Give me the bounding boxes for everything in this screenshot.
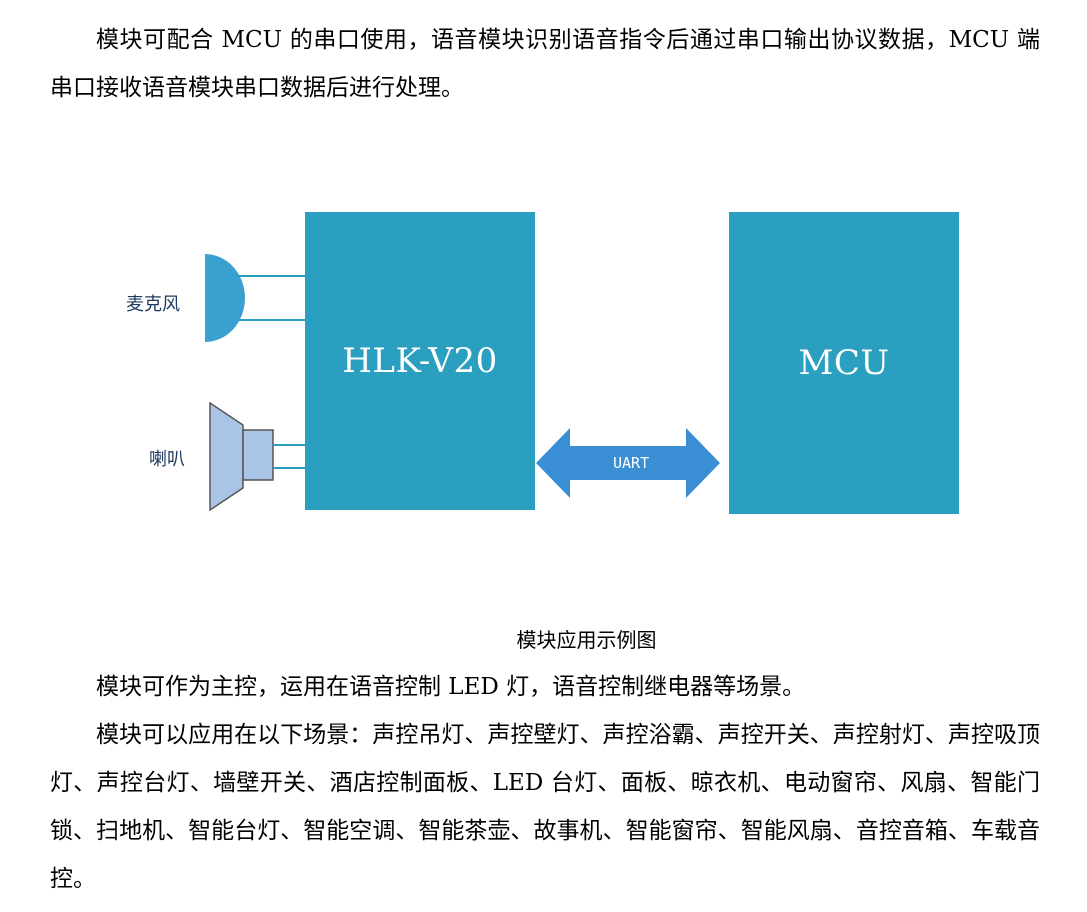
figure-caption: 模块应用示例图 [0,624,1087,653]
speaker-label: 喇叭 [149,449,185,470]
uart-label: UART [613,454,650,472]
scenarios-paragraph: 模块可以应用在以下场景：声控吊灯、声控壁灯、声控浴霸、声控开关、声控射灯、声控吸… [50,722,1040,892]
intro-paragraph: 模块可配合 MCU 的串口使用，语音模块识别语音指令后通过串口输出协议数据，MC… [50,27,1040,101]
uart-double-arrow-icon [536,428,720,498]
hlk-v20-module-block: HLK-V20 [305,212,535,510]
master-control-paragraph: 模块可作为主控，运用在语音控制 LED 灯，语音控制继电器等场景。 [96,674,806,700]
mcu-block: MCU [729,212,959,514]
mcu-label: MCU [798,343,890,383]
figure-caption-text: 模块应用示例图 [516,628,657,652]
microphone-icon [205,254,245,342]
microphone-label: 麦克风 [126,294,180,315]
hlk-v20-label: HLK-V20 [342,341,498,381]
speaker-icon [209,401,274,512]
